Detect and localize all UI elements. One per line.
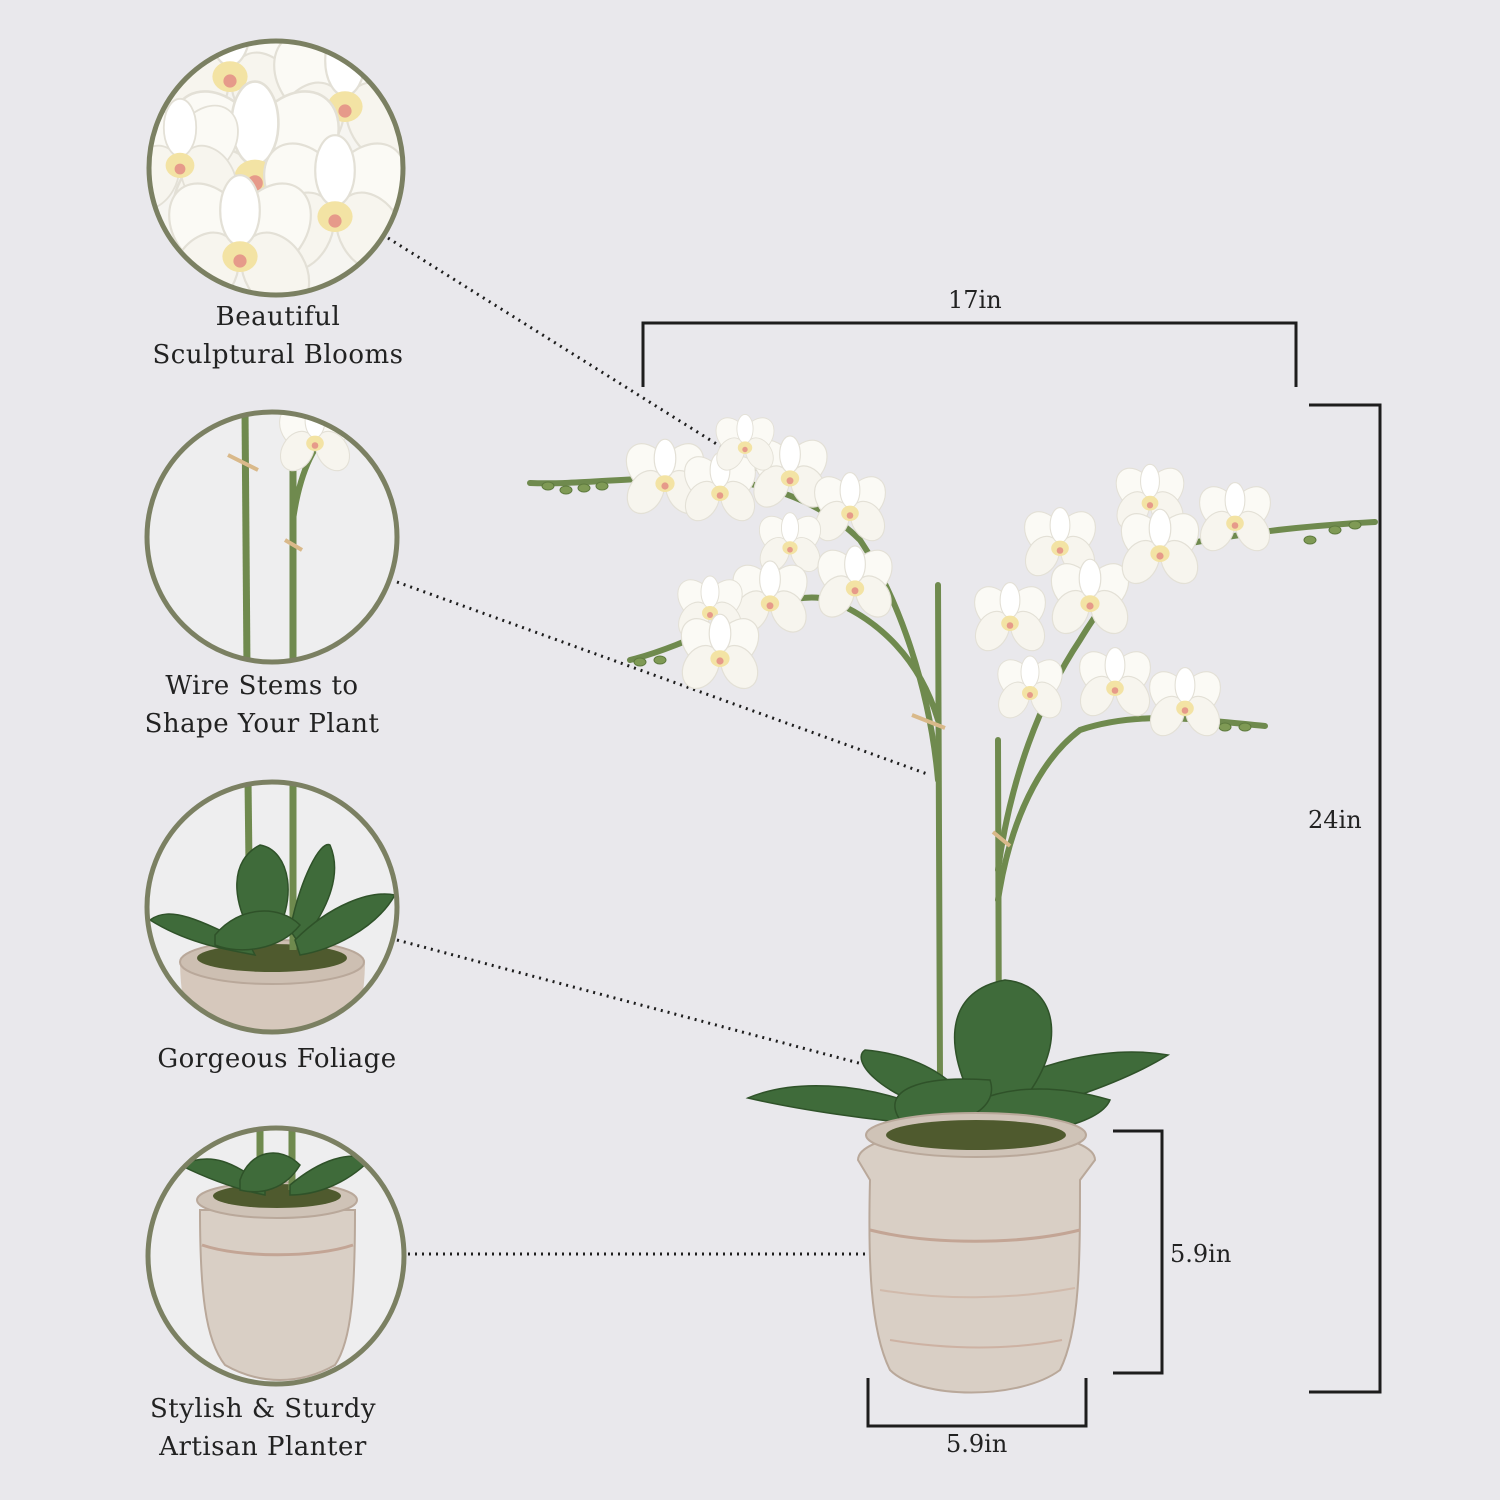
height-label: 24in [1308, 806, 1362, 834]
pot-height-label: 5.9in [1170, 1240, 1232, 1268]
pot-width-bracket [866, 1378, 1088, 1428]
callout-planter-line2: Artisan Planter [159, 1432, 367, 1462]
callout-foliage: Gorgeous Foliage [127, 1040, 427, 1078]
planter-detail-circle [145, 1125, 407, 1387]
callout-stems: Wire Stems to Shape Your Plant [112, 667, 412, 743]
pot-height-bracket [1113, 1129, 1164, 1375]
planter [856, 1112, 1097, 1394]
main-orchid [527, 411, 1378, 1394]
callout-stems-line1: Wire Stems to [165, 671, 359, 701]
callout-planter: Stylish & Sturdy Artisan Planter [113, 1390, 413, 1466]
width-label: 17in [948, 286, 1002, 314]
callout-planter-line1: Stylish & Sturdy [149, 1394, 377, 1424]
height-bracket [1309, 403, 1382, 1394]
leader-lines [387, 236, 931, 1256]
width-bracket [641, 321, 1298, 387]
callout-blooms-line1: Beautiful [215, 302, 341, 332]
callout-blooms-line2: Sculptural Blooms [152, 340, 404, 370]
pot-width-label: 5.9in [946, 1430, 1008, 1458]
stems-detail-circle [144, 409, 400, 665]
foliage-detail-circle [144, 779, 400, 1035]
callout-foliage-line1: Gorgeous Foliage [157, 1044, 397, 1074]
callout-blooms: Beautiful Sculptural Blooms [128, 298, 428, 374]
blooms-detail-circle [146, 38, 406, 298]
callout-stems-line2: Shape Your Plant [144, 709, 380, 739]
